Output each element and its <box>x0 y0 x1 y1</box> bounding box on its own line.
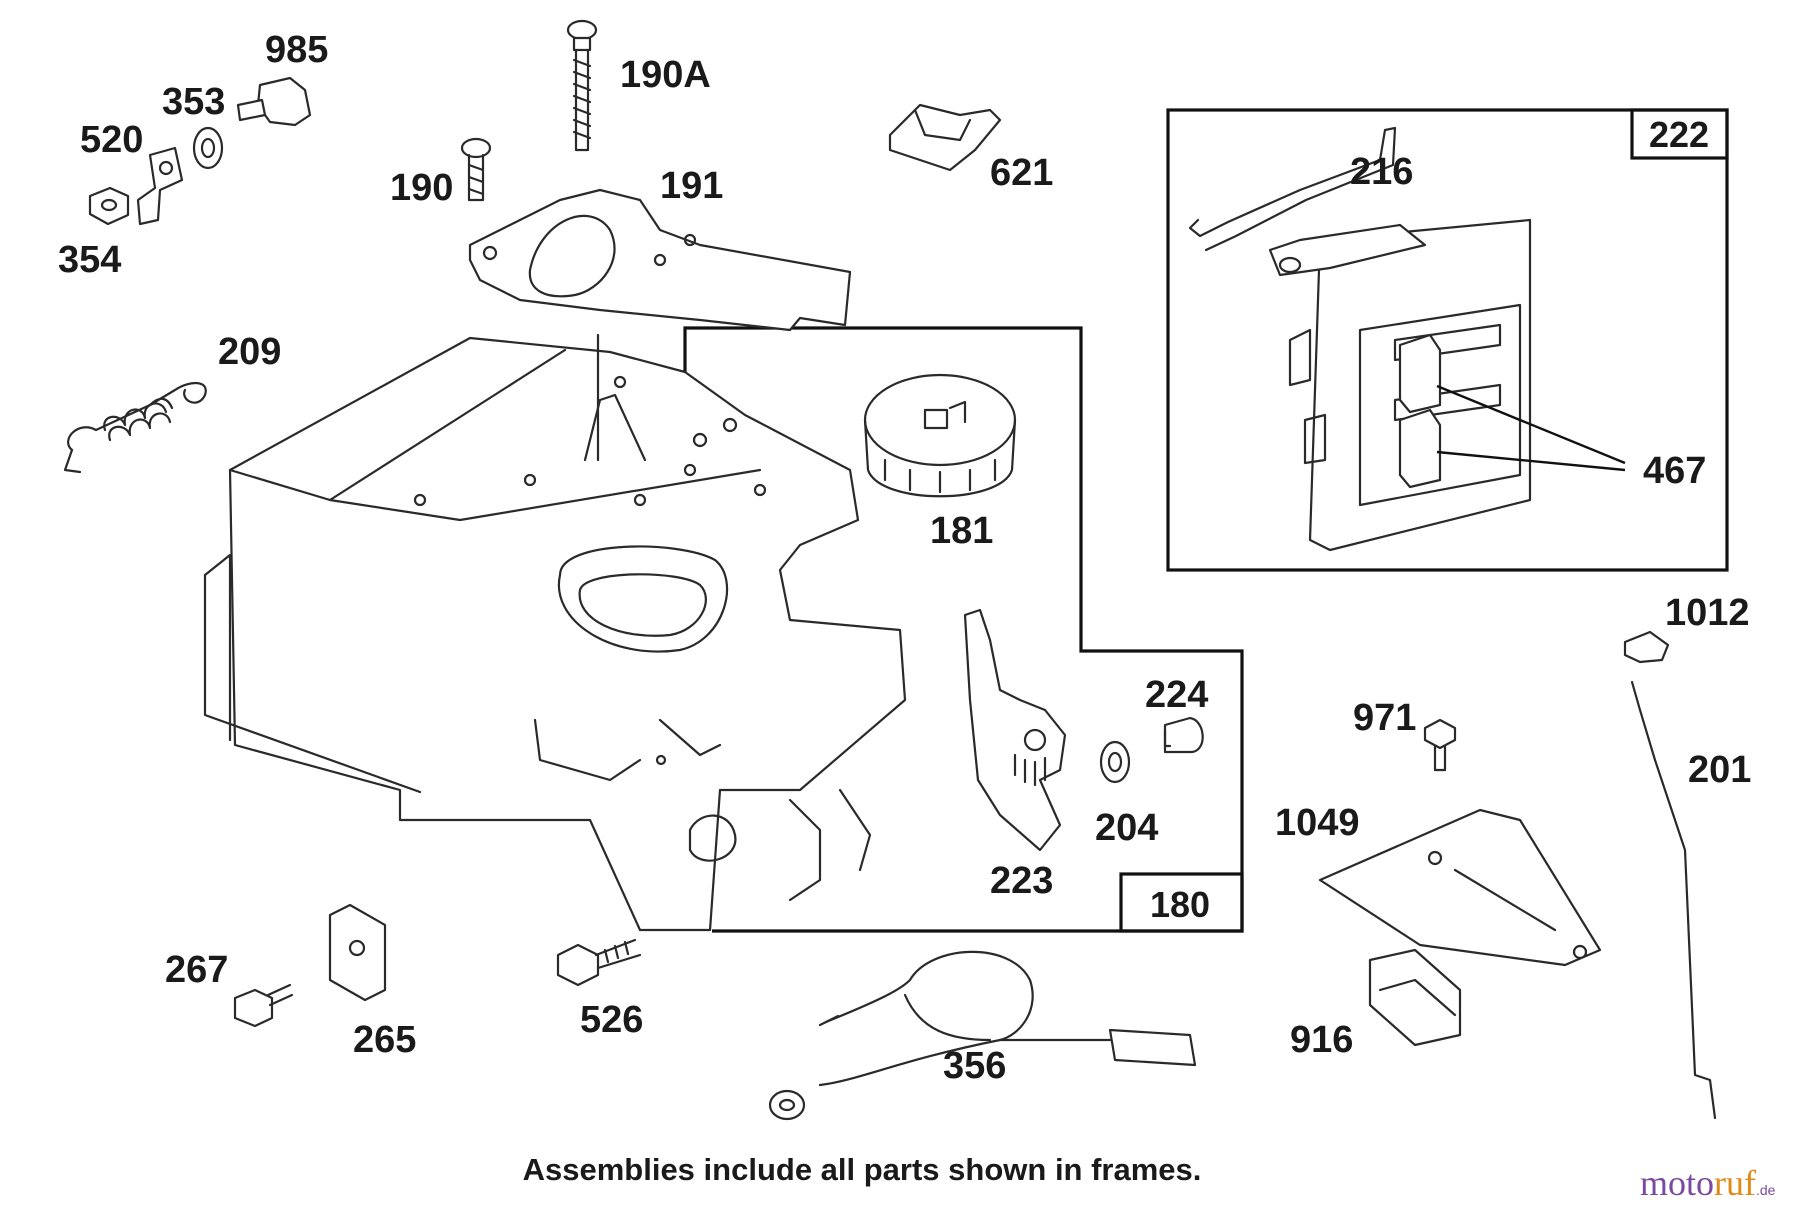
label-190a: 190A <box>620 54 711 96</box>
gasket-191-drawing <box>468 188 852 332</box>
screw-971-drawing <box>1423 718 1457 772</box>
fuel-tank-drawing <box>203 333 907 932</box>
bolt-224-drawing <box>1163 716 1204 754</box>
label-216: 216 <box>1350 151 1413 193</box>
label-356: 356 <box>943 1045 1006 1087</box>
screw-190a-drawing <box>566 19 598 152</box>
bracket-223-drawing <box>963 608 1067 852</box>
clip-621-drawing <box>888 103 1002 172</box>
label-209: 209 <box>218 331 281 373</box>
label-265: 265 <box>353 1019 416 1061</box>
washer-204-drawing <box>1099 740 1131 784</box>
leader-467-b <box>1436 450 1626 472</box>
label-985: 985 <box>265 29 328 71</box>
switch-916-drawing <box>1368 948 1462 1047</box>
fitting-1012-drawing <box>1623 630 1670 664</box>
label-1049: 1049 <box>1275 802 1360 844</box>
label-223: 223 <box>990 860 1053 902</box>
label-204: 204 <box>1095 807 1158 849</box>
fuel-cap-181-drawing <box>863 373 1017 498</box>
label-181: 181 <box>930 510 993 552</box>
label-190: 190 <box>390 167 453 209</box>
label-222: 222 <box>1649 114 1709 155</box>
label-191: 191 <box>660 165 723 207</box>
screw-267-drawing <box>233 983 294 1028</box>
label-971: 971 <box>1353 697 1416 739</box>
label-916: 916 <box>1290 1019 1353 1061</box>
nut-354-drawing <box>88 186 130 226</box>
label-180: 180 <box>1150 884 1210 925</box>
label-353: 353 <box>162 81 225 123</box>
label-467: 467 <box>1643 450 1706 492</box>
washer-353-drawing <box>192 126 224 170</box>
assembly-222-drawing <box>1188 126 1532 552</box>
label-267: 267 <box>165 949 228 991</box>
label-520: 520 <box>80 119 143 161</box>
plate-1049-drawing <box>1318 808 1602 967</box>
svg-text:motoruf.de: motoruf.de <box>1640 1163 1776 1203</box>
label-1012: 1012 <box>1665 592 1750 634</box>
label-526: 526 <box>580 999 643 1041</box>
screw-190-drawing <box>460 137 492 202</box>
frame-180 <box>683 326 1244 933</box>
label-621: 621 <box>990 152 1053 194</box>
assemblies-note: Assemblies include all parts shown in fr… <box>523 1152 1202 1187</box>
leader-467-a <box>1436 384 1626 465</box>
clip-265-drawing <box>328 903 387 1002</box>
wire-356-drawing <box>768 950 1197 1121</box>
rod-201-drawing <box>1630 680 1717 1120</box>
frame-222 <box>1166 108 1729 572</box>
spring-209-drawing <box>63 382 207 474</box>
switch-985-drawing <box>236 76 312 127</box>
bracket-520-drawing <box>136 146 184 226</box>
label-201: 201 <box>1688 749 1751 791</box>
bolt-526-drawing <box>556 938 642 987</box>
label-354: 354 <box>58 239 121 281</box>
motoruf-logo: motoruf.de <box>1640 1163 1776 1203</box>
label-224: 224 <box>1145 674 1208 716</box>
